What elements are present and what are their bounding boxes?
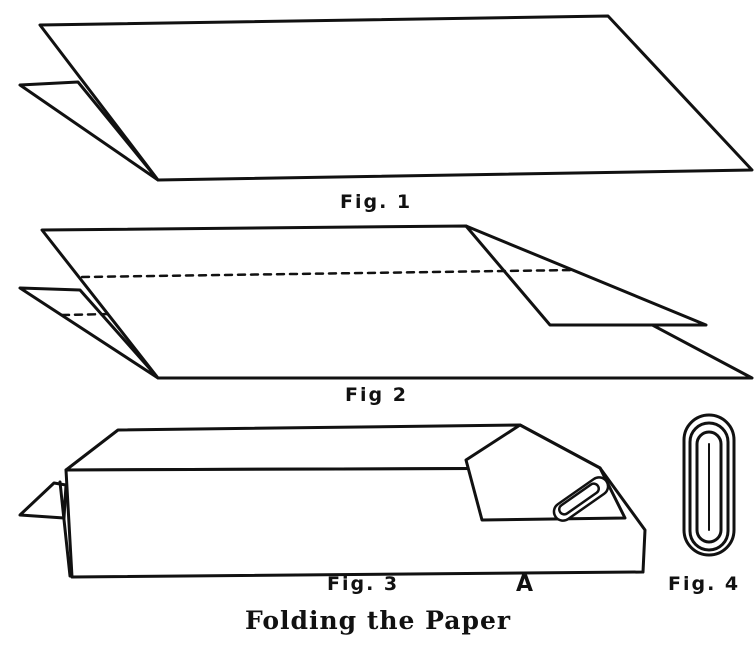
fig1-folded-sheet <box>18 14 754 182</box>
fig2-front-sheet <box>40 224 754 380</box>
fig2-label: Fig 2 <box>345 384 408 406</box>
fig4-label: Fig. 4 <box>668 573 741 595</box>
fig4-paper-clip-icon <box>682 413 736 557</box>
fig1-back-flap <box>18 80 160 182</box>
fig2-fold-line-upper <box>80 268 577 279</box>
fig3-end-flap <box>18 481 68 520</box>
fig1-label: Fig. 1 <box>340 191 413 213</box>
fig3-paper-clip <box>552 476 610 522</box>
fig2-folded-sheet <box>18 224 754 380</box>
fig2-back-flap <box>18 286 160 380</box>
fig3-folded-paper <box>18 423 647 579</box>
fig3-label: Fig. 3 <box>327 573 400 595</box>
caption: Folding the Paper <box>244 606 512 635</box>
fig2-fold-line-lower <box>60 312 112 317</box>
fig3-left-edge <box>58 480 72 578</box>
marker-a: A <box>516 572 534 597</box>
fig1-front-sheet <box>38 14 754 182</box>
fig2-corner-fold <box>464 224 708 327</box>
